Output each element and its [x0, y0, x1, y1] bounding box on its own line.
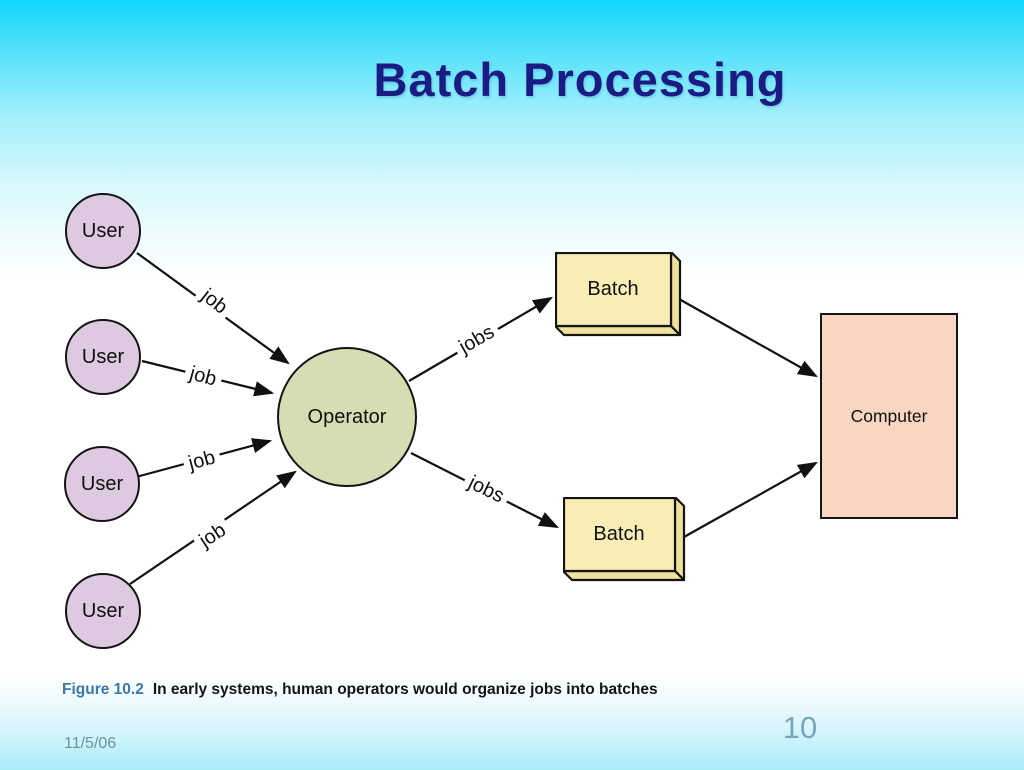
figure-caption-number: Figure 10.2 — [62, 681, 144, 698]
node-user-1: User — [65, 193, 141, 269]
node-user-4: User — [65, 573, 141, 649]
node-user-3-label: User — [80, 472, 124, 495]
node-user-1-label: User — [81, 219, 125, 242]
edge-batchbottom-computer — [683, 461, 818, 538]
node-operator-label: Operator — [307, 405, 387, 428]
node-batch-bottom-label: Batch — [593, 522, 645, 545]
node-computer: Computer — [820, 313, 958, 519]
node-operator: Operator — [277, 347, 417, 487]
edge-batchtop-computer — [678, 298, 818, 378]
node-user-2: User — [65, 319, 141, 395]
figure-caption: Figure 10.2 In early systems, human opera… — [62, 681, 658, 699]
node-batch-bottom: Batch — [563, 497, 687, 583]
node-user-4-label: User — [81, 599, 125, 622]
figure-caption-text: In early systems, human operators would … — [152, 681, 658, 698]
slide-date: 11/5/06 — [64, 735, 117, 752]
node-batch-top: Batch — [555, 252, 683, 338]
batch-top-slab-shape — [555, 252, 682, 337]
batch-bottom-slab-shape — [563, 497, 686, 582]
node-user-3: User — [64, 446, 140, 522]
slide-page-number: 10 — [782, 710, 818, 745]
node-user-2-label: User — [81, 345, 125, 368]
node-batch-top-label: Batch — [587, 277, 639, 300]
node-computer-label: Computer — [850, 405, 928, 426]
page-title: Batch Processing — [373, 53, 787, 106]
